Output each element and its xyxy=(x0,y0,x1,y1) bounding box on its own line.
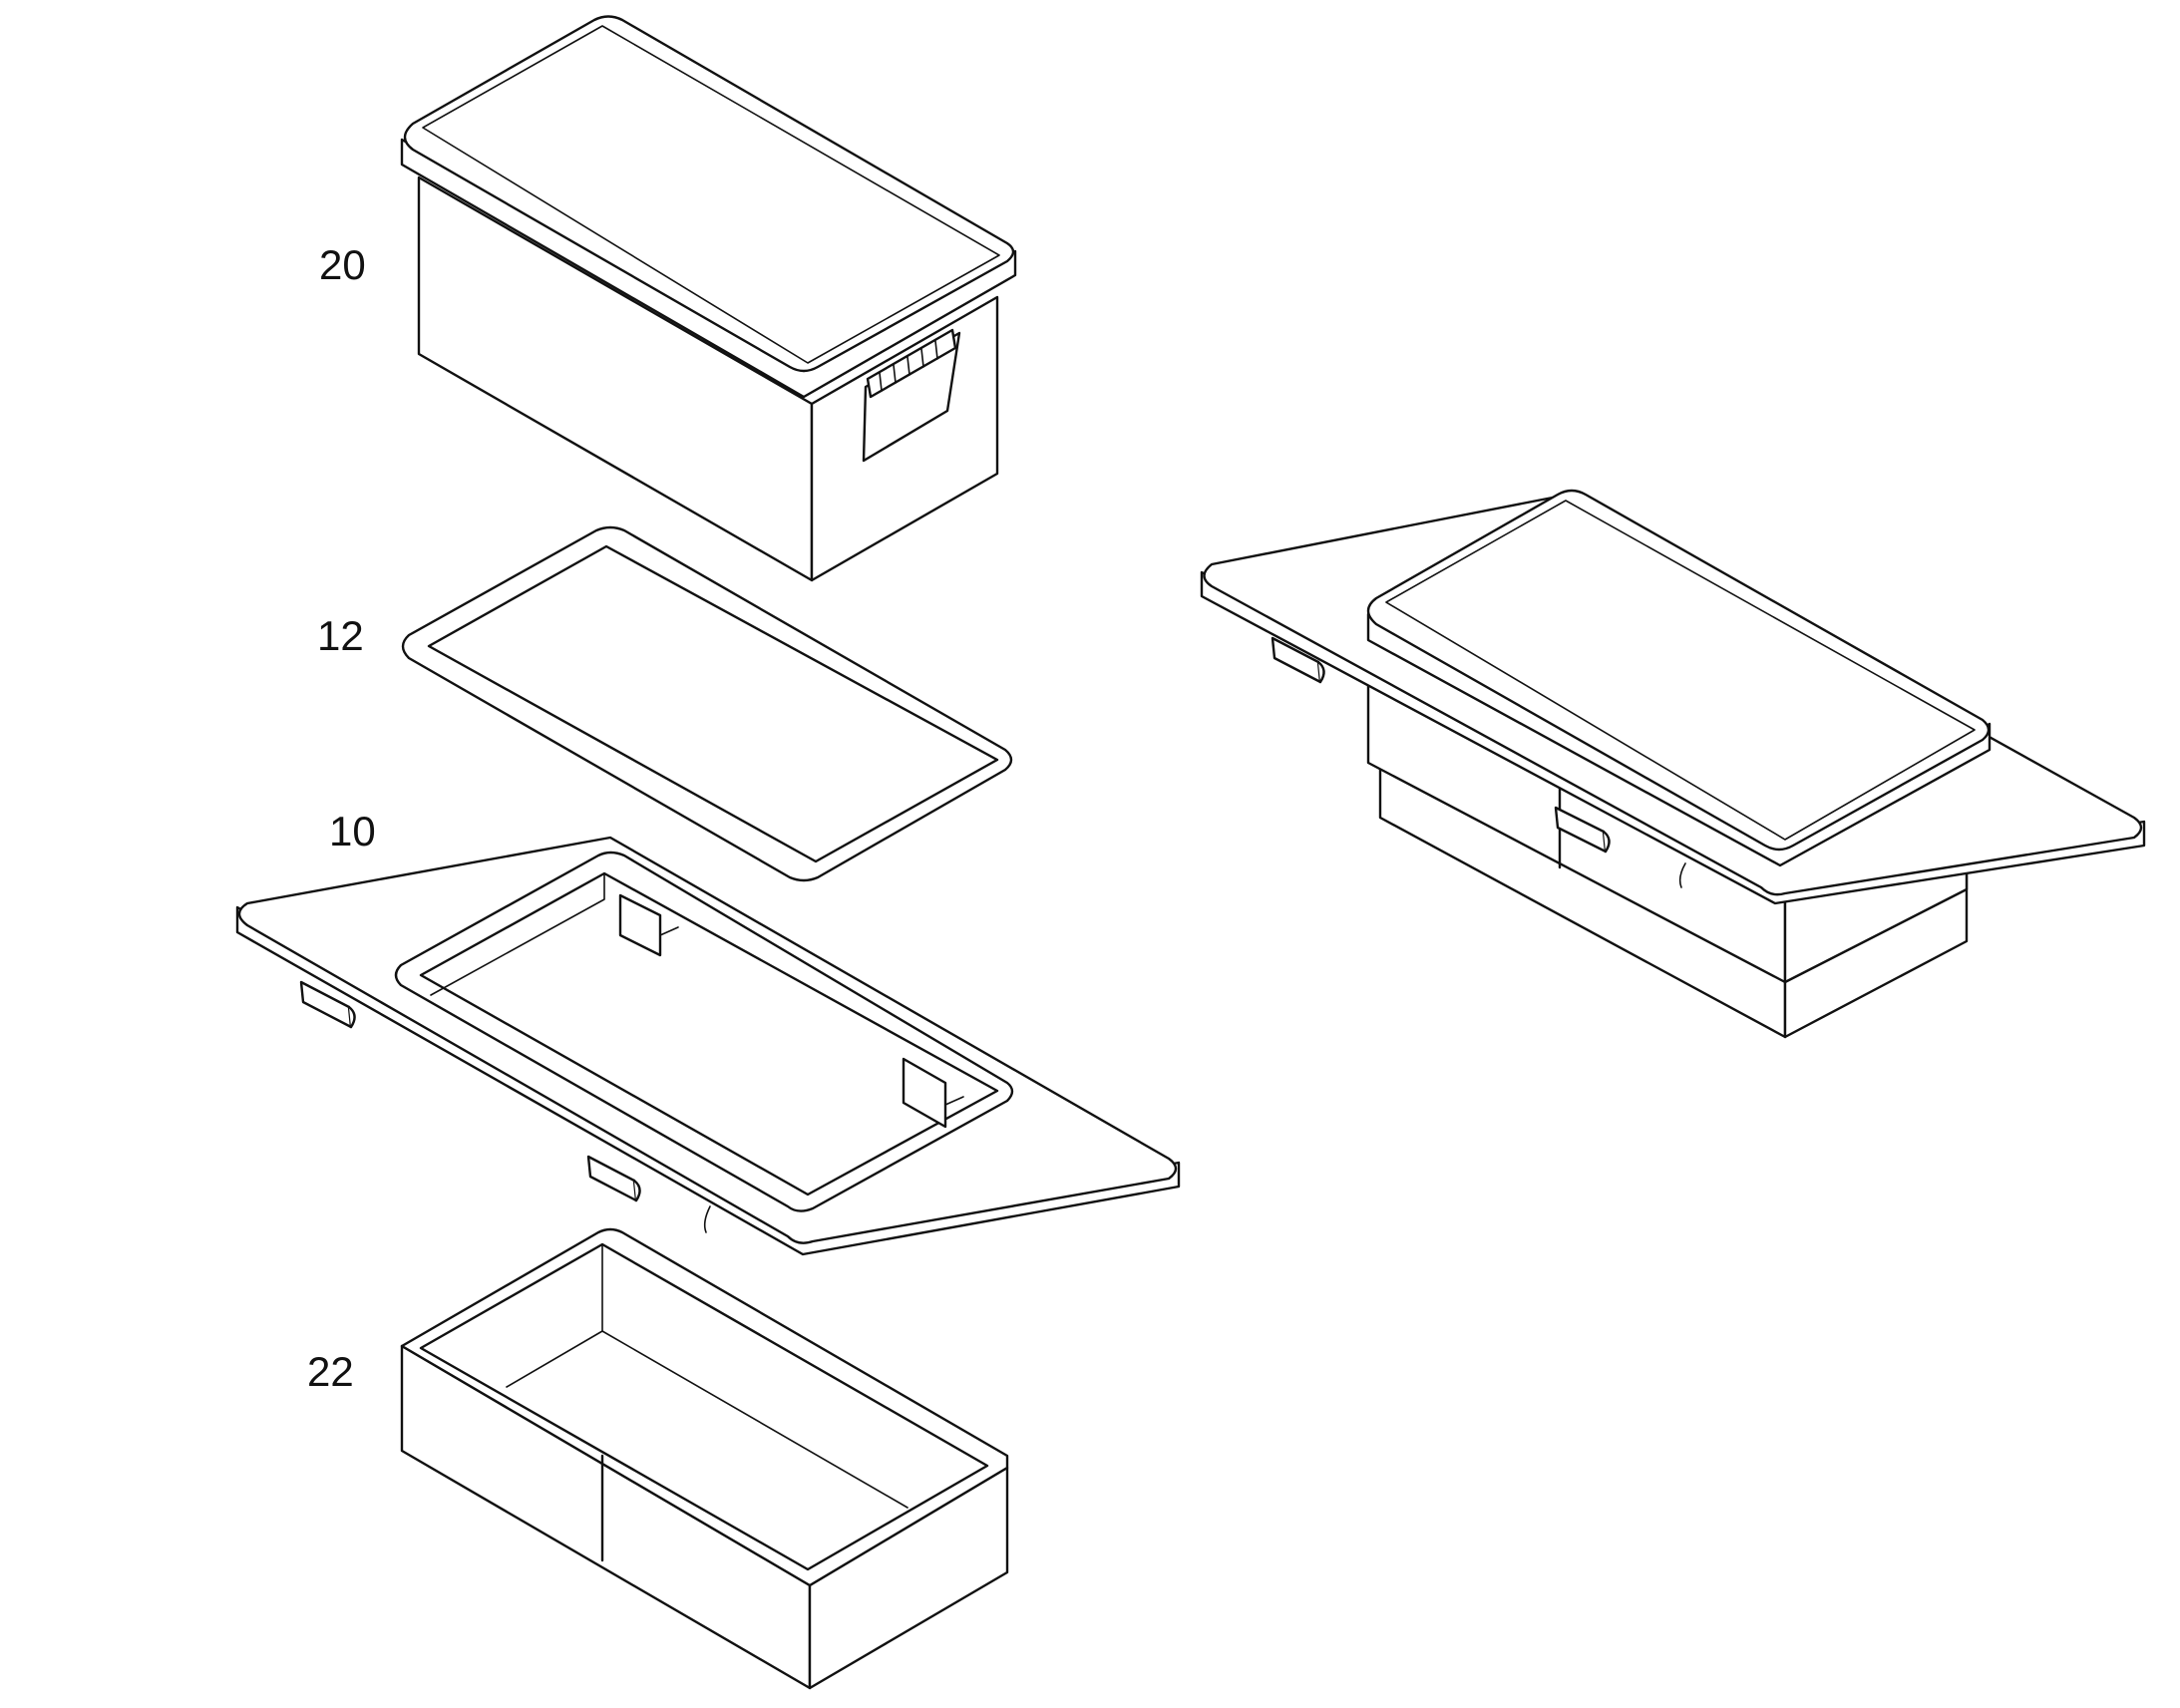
frame-opening-depth xyxy=(430,872,605,996)
frame-inner-clip-right xyxy=(902,1057,964,1129)
frame-clip-center xyxy=(586,1155,641,1202)
frame-clip-left-hook xyxy=(347,1005,356,1029)
gasket-inner xyxy=(427,544,999,863)
cover-lid-inner-edge xyxy=(422,25,1000,364)
frame-pin xyxy=(703,1205,711,1233)
cover-lid-top xyxy=(403,15,1015,373)
tray-inner-opening xyxy=(419,1242,989,1571)
assembled-lid-top xyxy=(1366,489,1991,852)
assembled-clip-center xyxy=(1554,806,1611,854)
cover-latch-grip xyxy=(866,328,957,399)
assembled-pin xyxy=(1678,862,1686,888)
assembled-view xyxy=(1200,489,2146,1039)
label-10: 10 xyxy=(329,808,376,854)
label-22: 22 xyxy=(307,1348,354,1395)
frame-clip-center-hook xyxy=(632,1179,641,1202)
cover-latch xyxy=(862,328,961,463)
tray-part-22 xyxy=(400,1227,1009,1690)
frame-part-10 xyxy=(235,836,1181,1256)
frame-clip-left xyxy=(299,980,356,1029)
label-12: 12 xyxy=(317,612,364,659)
frame-opening xyxy=(419,871,999,1196)
gasket-part-12 xyxy=(401,525,1013,882)
label-20: 20 xyxy=(319,241,366,288)
frame-clip-center-body xyxy=(586,1155,638,1202)
frame-inner-clip-back xyxy=(618,893,679,957)
tray-inner-floor-edge xyxy=(601,1330,908,1509)
assembled-lid-inner-edge xyxy=(1385,500,1976,841)
cover-part-20 xyxy=(400,15,1017,582)
assembled-clip-left xyxy=(1271,636,1325,684)
